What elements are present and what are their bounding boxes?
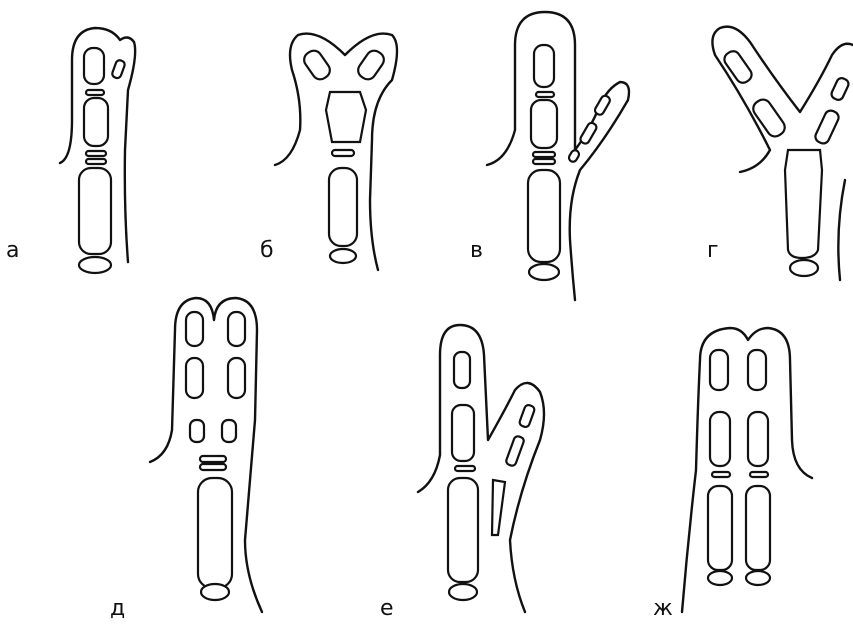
panel-v-branch-bone [579,121,598,145]
panel-zh-left-head [708,571,732,585]
panel-g-metacarpal-head [790,260,818,276]
panel-label-zh: ж [653,598,673,620]
panel-e-metacarpal-head [449,584,477,600]
panel-label-v: в [470,240,483,262]
panel-v-branch-bone [568,149,581,163]
panel-b-drawing [275,34,397,270]
panel-v-drawing [487,12,629,300]
panel-d-metacarpal-head [201,584,229,600]
panel-zh-right-head [746,571,770,585]
panel-e-branch-bone [519,404,536,428]
panel-g-right-distal [830,76,850,101]
panel-b-joint [332,150,354,156]
panel-zh-joint [750,472,768,477]
panel-e-joint [455,466,475,471]
panel-d-left-base [190,420,204,442]
panel-zh-right-middle [748,412,768,466]
panel-zh-drawing [682,328,812,612]
panel-label-b: б [260,240,274,262]
panel-v-joint [533,152,555,157]
panel-zh-left-distal [710,350,728,390]
panel-label-g: г [707,240,719,262]
panel-g-left-middle [750,96,788,139]
panel-e-distal [454,352,470,388]
panel-a-joint [86,151,106,156]
panel-v-distal [534,45,554,87]
panel-e-drawing [418,325,544,612]
panel-label-e: е [380,598,394,620]
panel-a-drawing [60,28,135,273]
panel-v-proximal [528,170,560,262]
panel-label-d: д [110,598,125,620]
panel-g-proximal [785,150,822,258]
panel-b-right-distal [355,48,387,83]
panel-a-proximal-phalanx [79,168,111,254]
panel-b-left-distal [301,48,333,83]
panel-zh-left-middle [710,412,730,466]
panel-g-right-middle [813,109,840,146]
panel-a-distal-phalanx [84,48,104,84]
panel-d-left-distal [186,312,203,346]
panel-d-left-middle [186,358,203,398]
panel-v-metacarpal-head [529,264,559,280]
panel-g-left-distal [722,48,755,85]
panel-b-middle-phalanx [326,92,366,142]
panel-v-joint [536,92,554,97]
panel-b-proximal-phalanx [329,168,357,246]
panel-g-drawing [712,27,853,280]
panel-d-right-middle [228,358,245,398]
panel-e-branch-bone [505,435,525,467]
panel-zh-joint [712,472,730,477]
panel-zh-left-proximal [708,486,732,570]
panel-a-metacarpal-head [79,257,111,273]
panel-a-middle-phalanx [84,98,108,146]
panel-b-metacarpal-head [330,249,356,263]
panel-v-middle [531,100,557,148]
panel-d-drawing [150,298,262,612]
panel-e-tapered-bone [492,480,505,535]
panel-v-joint [533,159,555,164]
panel-a-extra-bud [111,59,126,79]
panel-zh-right-distal [748,350,766,390]
panel-d-proximal [198,478,232,588]
panel-d-right-base [222,420,236,442]
panel-a-joint [86,159,106,164]
panel-label-a: а [6,240,19,262]
panel-e-proximal [448,478,478,582]
panel-zh-right-proximal [746,486,770,570]
panel-e-middle [452,405,474,461]
panel-a-joint [86,90,104,95]
panel-d-right-distal [228,312,245,346]
panel-d-joint [200,456,226,462]
panel-e-outline [418,325,544,612]
panel-d-joint [200,464,226,470]
panel-v-branch-bone [594,94,612,116]
